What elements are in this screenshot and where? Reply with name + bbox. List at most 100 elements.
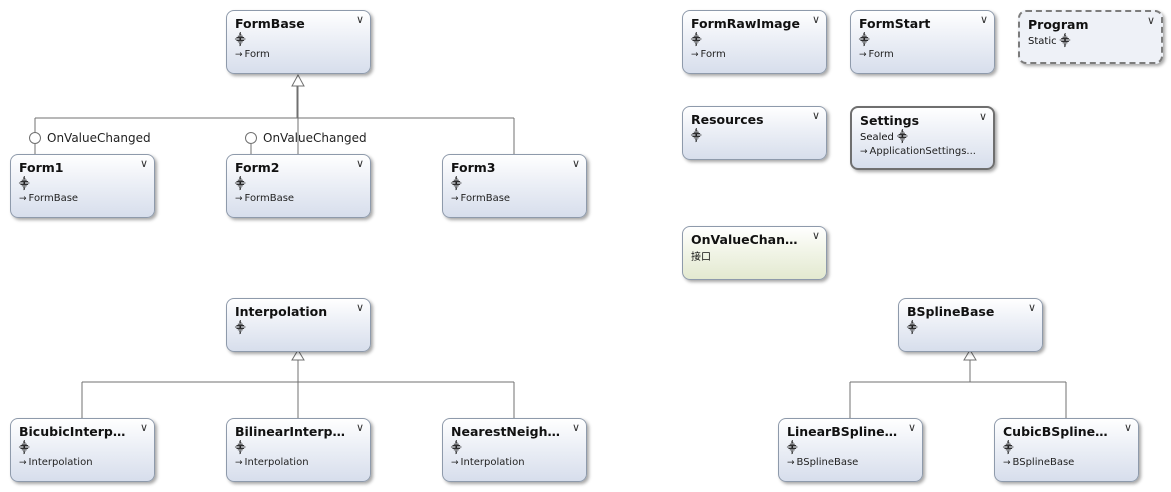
base-type: →Form xyxy=(859,49,987,60)
base-type-label: ApplicationSettings... xyxy=(869,146,976,157)
class-resources[interactable]: Resources ∨ ⸎ xyxy=(682,106,827,160)
collapse-chevron-icon[interactable]: ∨ xyxy=(139,421,148,434)
class-formstart[interactable]: FormStart ∨ ⸎ →Form xyxy=(850,10,995,74)
class-program[interactable]: Program ∨ Static ⸎ xyxy=(1018,10,1163,64)
class-formbase[interactable]: FormBase ∨ ⸎ →Form xyxy=(226,10,371,74)
class-cubicbspline[interactable]: CubicBSplineB... ∨ ⸎ →BSplineBase xyxy=(994,418,1139,482)
class-interpolation[interactable]: Interpolation ∨ ⸎ xyxy=(226,298,371,352)
class-title: BicubicInterpol... xyxy=(19,424,131,439)
base-type: →FormBase xyxy=(235,193,363,204)
class-icon: ⸎ xyxy=(235,443,246,454)
interface-onvaluechanged[interactable]: OnValueChang... ∨ 接口 xyxy=(682,226,827,280)
inheritance-arrow xyxy=(291,73,305,87)
inherit-arrow-icon: → xyxy=(451,458,459,468)
base-type: →BSplineBase xyxy=(787,457,915,468)
collapse-chevron-icon[interactable]: ∨ xyxy=(355,301,364,314)
class-linearbspline[interactable]: LinearBSplineB... ∨ ⸎ →BSplineBase xyxy=(778,418,923,482)
class-icon: ⸎ xyxy=(451,179,462,190)
base-type: →BSplineBase xyxy=(1003,457,1131,468)
class-settings[interactable]: Settings ∨ Sealed ⸎ →ApplicationSettings… xyxy=(850,106,995,170)
class-title: FormBase xyxy=(235,16,305,31)
collapse-chevron-icon[interactable]: ∨ xyxy=(907,421,916,434)
class-title: Interpolation xyxy=(235,304,328,319)
class-icon: ⸎ xyxy=(19,443,30,454)
base-type-label: FormBase xyxy=(460,193,511,204)
base-type: →ApplicationSettings... xyxy=(860,146,988,157)
class-title: FormStart xyxy=(859,16,931,31)
base-type: →Interpolation xyxy=(451,457,579,468)
modifier-label: Sealed xyxy=(860,132,894,143)
class-title: CubicBSplineB... xyxy=(1003,424,1115,439)
collapse-chevron-icon[interactable]: ∨ xyxy=(979,13,988,26)
class-title: OnValueChang... xyxy=(691,232,803,247)
inherit-arrow-icon: → xyxy=(859,50,867,60)
inherit-arrow-icon: → xyxy=(19,194,27,204)
collapse-chevron-icon[interactable]: ∨ xyxy=(571,421,580,434)
base-type-label: BSplineBase xyxy=(796,457,859,468)
base-type: →Form xyxy=(235,49,363,60)
inherit-arrow-icon: → xyxy=(860,147,868,157)
base-type-label: Form xyxy=(244,49,270,60)
collapse-chevron-icon[interactable]: ∨ xyxy=(355,421,364,434)
class-title: Program xyxy=(1028,17,1089,32)
inherit-arrow-icon: → xyxy=(451,194,459,204)
class-title: BilinearInterpo... xyxy=(235,424,347,439)
class-form3[interactable]: Form3 ∨ ⸎ →FormBase xyxy=(442,154,587,218)
collapse-chevron-icon[interactable]: ∨ xyxy=(811,109,820,122)
class-title: Form2 xyxy=(235,160,280,175)
class-title: Form1 xyxy=(19,160,64,175)
lollipop-label-form2: OnValueChanged xyxy=(263,131,367,145)
base-type-label: Interpolation xyxy=(460,457,525,468)
collapse-chevron-icon[interactable]: ∨ xyxy=(1146,14,1155,27)
collapse-chevron-icon[interactable]: ∨ xyxy=(1123,421,1132,434)
class-icon: ⸎ xyxy=(907,323,918,334)
collapse-chevron-icon[interactable]: ∨ xyxy=(978,110,987,123)
base-type-label: Interpolation xyxy=(28,457,93,468)
class-title: Form3 xyxy=(451,160,496,175)
collapse-chevron-icon[interactable]: ∨ xyxy=(571,157,580,170)
class-icon: ⸎ xyxy=(19,179,30,190)
collapse-chevron-icon[interactable]: ∨ xyxy=(1027,301,1036,314)
class-form2[interactable]: Form2 ∨ ⸎ →FormBase xyxy=(226,154,371,218)
collapse-chevron-icon[interactable]: ∨ xyxy=(139,157,148,170)
modifier-label: Static xyxy=(1028,36,1057,47)
class-title: FormRawImage xyxy=(691,16,800,31)
base-type-label: Form xyxy=(700,49,726,60)
base-type-label: Form xyxy=(868,49,894,60)
class-icon: ⸎ xyxy=(1003,443,1014,454)
class-icon: ⸎ xyxy=(235,179,246,190)
class-title: Resources xyxy=(691,112,764,127)
base-type: →Interpolation xyxy=(19,457,147,468)
base-type: →Form xyxy=(691,49,819,60)
collapse-chevron-icon[interactable]: ∨ xyxy=(355,157,364,170)
collapse-chevron-icon[interactable]: ∨ xyxy=(811,229,820,242)
class-bsplinebase[interactable]: BSplineBase ∨ ⸎ xyxy=(898,298,1043,352)
collapse-chevron-icon[interactable]: ∨ xyxy=(355,13,364,26)
class-form1[interactable]: Form1 ∨ ⸎ →FormBase xyxy=(10,154,155,218)
class-formrawimage[interactable]: FormRawImage ∨ ⸎ →Form xyxy=(682,10,827,74)
base-type-label: BSplineBase xyxy=(1012,457,1075,468)
inherit-arrow-icon: → xyxy=(1003,458,1011,468)
class-modifier: Sealed ⸎ xyxy=(860,129,908,143)
class-icon: ⸎ xyxy=(451,443,462,454)
class-bicubic[interactable]: BicubicInterpol... ∨ ⸎ →Interpolation xyxy=(10,418,155,482)
collapse-chevron-icon[interactable]: ∨ xyxy=(811,13,820,26)
inherit-arrow-icon: → xyxy=(235,194,243,204)
class-title: LinearBSplineB... xyxy=(787,424,899,439)
base-type-label: FormBase xyxy=(28,193,79,204)
class-icon: ⸎ xyxy=(859,35,870,46)
base-type-label: Interpolation xyxy=(244,457,309,468)
inherit-arrow-icon: → xyxy=(691,50,699,60)
base-type-label: FormBase xyxy=(244,193,295,204)
class-icon: ⸎ xyxy=(897,132,908,143)
class-icon: ⸎ xyxy=(787,443,798,454)
class-nearest[interactable]: NearestNeighb... ∨ ⸎ →Interpolation xyxy=(442,418,587,482)
lollipop-circle xyxy=(245,132,257,144)
interface-stereotype: 接口 xyxy=(691,252,711,263)
class-icon: ⸎ xyxy=(235,323,246,334)
class-bilinear[interactable]: BilinearInterpo... ∨ ⸎ →Interpolation xyxy=(226,418,371,482)
lollipop-label-form1: OnValueChanged xyxy=(47,131,151,145)
class-icon: ⸎ xyxy=(235,35,246,46)
class-icon: ⸎ xyxy=(1059,36,1071,47)
